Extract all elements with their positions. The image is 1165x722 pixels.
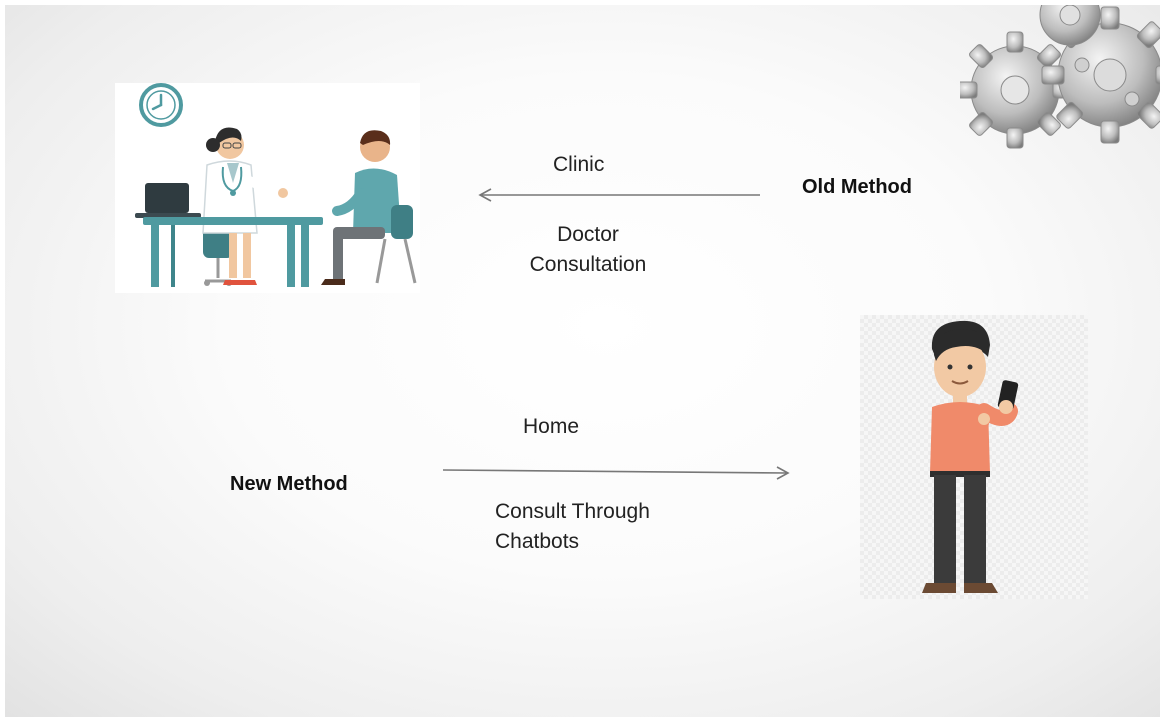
new-method-label: New Method xyxy=(230,473,348,495)
slide: Clinic Doctor Consultation Old Method Ho… xyxy=(5,5,1160,717)
home-label: Home xyxy=(523,415,580,438)
clock-icon xyxy=(139,83,183,127)
doctor-consultation-illustration xyxy=(135,83,417,287)
doctor-consultation-label: Doctor Consultation xyxy=(529,223,647,276)
clinic-label: Clinic xyxy=(553,153,605,176)
old-method-label: Old Method xyxy=(802,176,912,198)
left-arrow xyxy=(478,188,760,202)
right-arrow xyxy=(442,466,790,480)
man-with-phone-illustration xyxy=(922,320,1019,593)
consult-through-chatbots-label: Consult Through Chatbots xyxy=(495,500,650,553)
gears-icon xyxy=(960,5,1160,149)
